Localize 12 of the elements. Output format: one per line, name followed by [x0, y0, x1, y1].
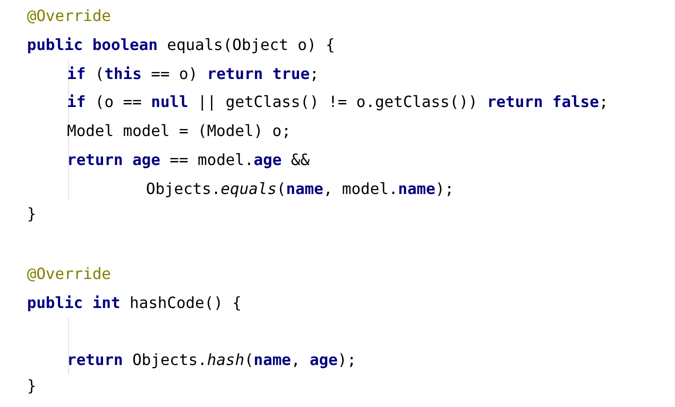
- code-line: return age == model.age &&: [67, 150, 310, 170]
- code-line: return Objects.hash(name, age);: [67, 350, 356, 370]
- code-line: public boolean equals(Object o) {: [27, 35, 335, 55]
- code-line: Model model = (Model) o;: [67, 121, 291, 141]
- code-line: if (o == null || getClass() != o.getClass()) return false;: [67, 92, 608, 112]
- code-line: public int hashCode() {: [27, 293, 242, 313]
- code-line: if (this == o) return true;: [67, 64, 319, 84]
- annotation-line: @Override: [27, 264, 111, 284]
- code-line: }: [27, 376, 36, 396]
- annotation-line: @Override: [27, 6, 111, 26]
- code-line: }: [27, 204, 36, 224]
- code-line: Objects.equals(name, model.name);: [146, 179, 454, 199]
